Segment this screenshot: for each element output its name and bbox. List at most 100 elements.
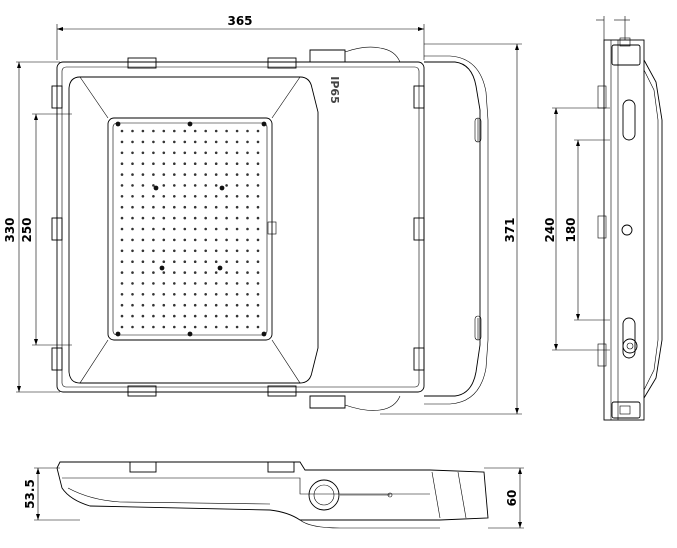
led-dot (214, 238, 218, 242)
led-dot (246, 216, 249, 220)
led-dot (120, 260, 124, 264)
led-dot (214, 216, 218, 220)
led-dot (152, 249, 155, 253)
screw-hole (261, 121, 267, 127)
led-dot (141, 314, 145, 318)
led-dot (204, 293, 207, 296)
led-dot (162, 227, 166, 231)
led-dot (152, 314, 155, 318)
led-dot (120, 151, 124, 155)
led-dot (131, 162, 134, 165)
led-dot (204, 205, 207, 209)
led-dot (235, 282, 239, 285)
led-dot (131, 325, 134, 329)
led-dot (162, 238, 166, 242)
housing-clip (413, 217, 425, 241)
led-dot (131, 238, 134, 242)
led-dot (235, 325, 239, 329)
led-dot (193, 238, 197, 242)
led-dot (120, 238, 124, 242)
led-dot (173, 227, 176, 231)
led-dot (162, 325, 166, 329)
led-dot-grid (115, 121, 267, 337)
led-dot (120, 195, 124, 198)
led-dot (152, 140, 155, 144)
led-dot (183, 162, 187, 165)
led-dot (246, 227, 249, 231)
led-dot (193, 293, 197, 296)
led-dot (152, 282, 155, 285)
led-dot (120, 184, 124, 187)
led-dot (235, 216, 239, 220)
led-dot (141, 293, 145, 296)
led-dot (246, 314, 249, 318)
led-dot (225, 173, 228, 176)
housing-clip (127, 57, 157, 69)
led-dot (235, 271, 239, 274)
led-dot (173, 173, 176, 176)
side-view: 240 180 (543, 16, 663, 421)
led-dot (214, 303, 218, 307)
led-dot (214, 249, 218, 253)
dim-height-inner: 250 (20, 217, 34, 242)
led-dot (173, 151, 176, 155)
led-dot (256, 184, 260, 187)
led-dot (162, 282, 166, 285)
screw-hole (261, 331, 267, 337)
led-dot (246, 140, 249, 144)
led-dot (235, 162, 239, 165)
led-dot (204, 227, 207, 231)
housing-clip (267, 385, 297, 397)
led-dot (256, 216, 260, 220)
led-dot (225, 325, 228, 329)
led-dot (214, 205, 218, 209)
led-dot (152, 271, 155, 274)
led-dot (235, 249, 239, 253)
led-dot (235, 184, 239, 187)
led-dot (183, 216, 187, 220)
led-dot (141, 282, 145, 285)
housing-clip (51, 217, 63, 241)
led-dot (256, 227, 260, 231)
led-dot (235, 195, 239, 198)
led-dot (131, 216, 134, 220)
led-dot (235, 140, 239, 144)
led-dot (183, 314, 187, 318)
led-dot (120, 293, 124, 296)
dim-height-total: 371 (503, 217, 517, 242)
led-dot (120, 205, 124, 209)
led-dot (235, 303, 239, 307)
led-dot (204, 314, 207, 318)
screw-hole (219, 185, 225, 191)
led-dot (235, 173, 239, 176)
led-dot (141, 173, 145, 176)
led-dot (225, 282, 228, 285)
led-dot (214, 140, 218, 144)
led-dot (152, 129, 155, 133)
led-dot (162, 216, 166, 220)
led-dot (225, 303, 228, 307)
led-dot (246, 205, 249, 209)
led-dot (173, 325, 176, 329)
led-dot (131, 271, 134, 274)
led-dot (173, 162, 176, 165)
led-dot (246, 151, 249, 155)
led-dot (204, 249, 207, 253)
led-dot (131, 282, 134, 285)
led-dot (193, 303, 197, 307)
housing-clip (413, 85, 425, 109)
led-dot (162, 271, 166, 274)
led-dot (131, 151, 134, 155)
led-dot (152, 184, 155, 187)
led-dot (173, 184, 176, 187)
led-dot (193, 271, 197, 274)
housing-clip (51, 85, 63, 109)
led-dot (214, 314, 218, 318)
led-dot (183, 260, 187, 264)
led-dot (235, 238, 239, 242)
led-dot (141, 140, 145, 144)
led-dot (120, 140, 124, 144)
led-dot (256, 249, 260, 253)
led-dot (204, 325, 207, 329)
dim-side-inner: 180 (564, 217, 578, 242)
